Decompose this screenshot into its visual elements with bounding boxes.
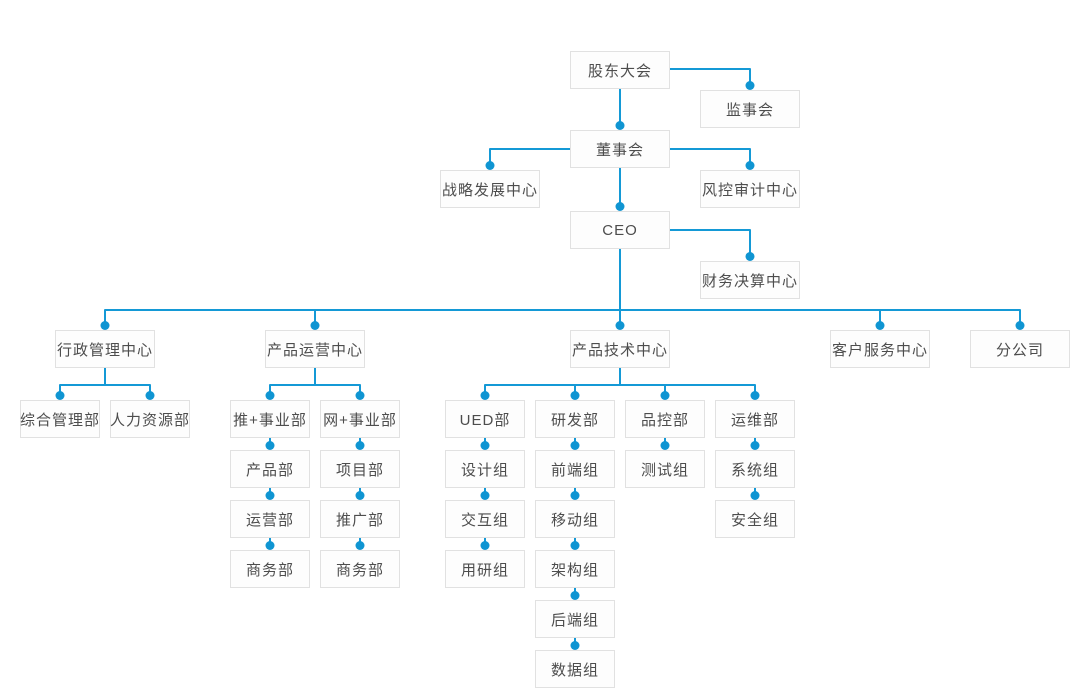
org-node-business-tui[interactable]: 商务部	[230, 550, 310, 588]
org-node-label: 前端组	[550, 461, 599, 479]
org-node-system[interactable]: 系统组	[715, 450, 795, 488]
org-node-ued[interactable]: UED部	[445, 400, 525, 438]
org-node-wang[interactable]: 网+事业部	[320, 400, 400, 438]
org-node-label: 后端组	[550, 611, 599, 629]
org-node-design[interactable]: 设计组	[445, 450, 525, 488]
org-node-label: 产品技术中心	[571, 341, 668, 359]
org-node-product[interactable]: 产品部	[230, 450, 310, 488]
org-node-data-group[interactable]: 数据组	[535, 650, 615, 688]
org-node-business-wang[interactable]: 商务部	[320, 550, 400, 588]
org-node-label: 监事会	[725, 101, 774, 119]
org-node-admin[interactable]: 行政管理中心	[55, 330, 155, 368]
org-node-label: 分公司	[995, 341, 1044, 359]
org-node-finance[interactable]: 财务决算中心	[700, 261, 800, 299]
org-node-service[interactable]: 客户服务中心	[830, 330, 930, 368]
org-node-branch[interactable]: 分公司	[970, 330, 1070, 368]
org-node-label: 股东大会	[587, 62, 652, 80]
org-node-label: 数据组	[550, 661, 599, 679]
org-node-project[interactable]: 项目部	[320, 450, 400, 488]
org-node-label: 商务部	[245, 561, 294, 579]
org-node-frontend[interactable]: 前端组	[535, 450, 615, 488]
org-node-board[interactable]: 董事会	[570, 130, 670, 168]
org-node-operations[interactable]: 产品运营中心	[265, 330, 365, 368]
org-node-label: 测试组	[640, 461, 689, 479]
org-node-strategy[interactable]: 战略发展中心	[440, 170, 540, 208]
org-node-label: 设计组	[460, 461, 509, 479]
org-node-label: 风控审计中心	[701, 181, 798, 199]
org-node-risk[interactable]: 风控审计中心	[700, 170, 800, 208]
org-node-label: 产品部	[245, 461, 294, 479]
org-node-label: 架构组	[550, 561, 599, 579]
org-node-label: 用研组	[460, 561, 509, 579]
org-node-mobile[interactable]: 移动组	[535, 500, 615, 538]
org-node-supervisory[interactable]: 监事会	[700, 90, 800, 128]
org-node-interaction[interactable]: 交互组	[445, 500, 525, 538]
org-node-label: 行政管理中心	[56, 341, 153, 359]
org-node-maintenance[interactable]: 运维部	[715, 400, 795, 438]
org-node-research[interactable]: 用研组	[445, 550, 525, 588]
org-node-label: 产品运营中心	[266, 341, 363, 359]
org-node-tui[interactable]: 推+事业部	[230, 400, 310, 438]
org-node-label: 推广部	[335, 511, 384, 529]
org-node-rd[interactable]: 研发部	[535, 400, 615, 438]
org-node-test[interactable]: 测试组	[625, 450, 705, 488]
org-node-backend[interactable]: 后端组	[535, 600, 615, 638]
org-node-label: 商务部	[335, 561, 384, 579]
org-node-label: 网+事业部	[323, 411, 397, 429]
org-node-ceo[interactable]: CEO	[570, 211, 670, 249]
org-node-promotion[interactable]: 推广部	[320, 500, 400, 538]
org-node-label: 客户服务中心	[831, 341, 928, 359]
org-node-label: 系统组	[730, 461, 779, 479]
org-node-label: CEO	[602, 221, 638, 239]
org-node-label: 移动组	[550, 511, 599, 529]
org-node-hr[interactable]: 人力资源部	[110, 400, 190, 438]
org-node-label: 安全组	[730, 511, 779, 529]
org-node-label: 品控部	[640, 411, 689, 429]
org-node-label: 运维部	[730, 411, 779, 429]
org-node-label: 交互组	[460, 511, 509, 529]
org-node-qc[interactable]: 品控部	[625, 400, 705, 438]
org-node-label: 运营部	[245, 511, 294, 529]
org-node-tech[interactable]: 产品技术中心	[570, 330, 670, 368]
org-node-security[interactable]: 安全组	[715, 500, 795, 538]
org-node-general[interactable]: 综合管理部	[20, 400, 100, 438]
org-node-label: 推+事业部	[233, 411, 307, 429]
org-node-operation[interactable]: 运营部	[230, 500, 310, 538]
org-node-shareholders[interactable]: 股东大会	[570, 51, 670, 89]
org-node-label: 人力资源部	[110, 411, 191, 429]
org-node-label: 战略发展中心	[441, 181, 538, 199]
org-node-label: 综合管理部	[20, 411, 101, 429]
org-node-label: 财务决算中心	[701, 272, 798, 290]
org-node-label: UED部	[459, 411, 511, 429]
org-node-arch[interactable]: 架构组	[535, 550, 615, 588]
org-node-label: 项目部	[335, 461, 384, 479]
org-node-label: 研发部	[550, 411, 599, 429]
org-node-label: 董事会	[595, 141, 644, 159]
